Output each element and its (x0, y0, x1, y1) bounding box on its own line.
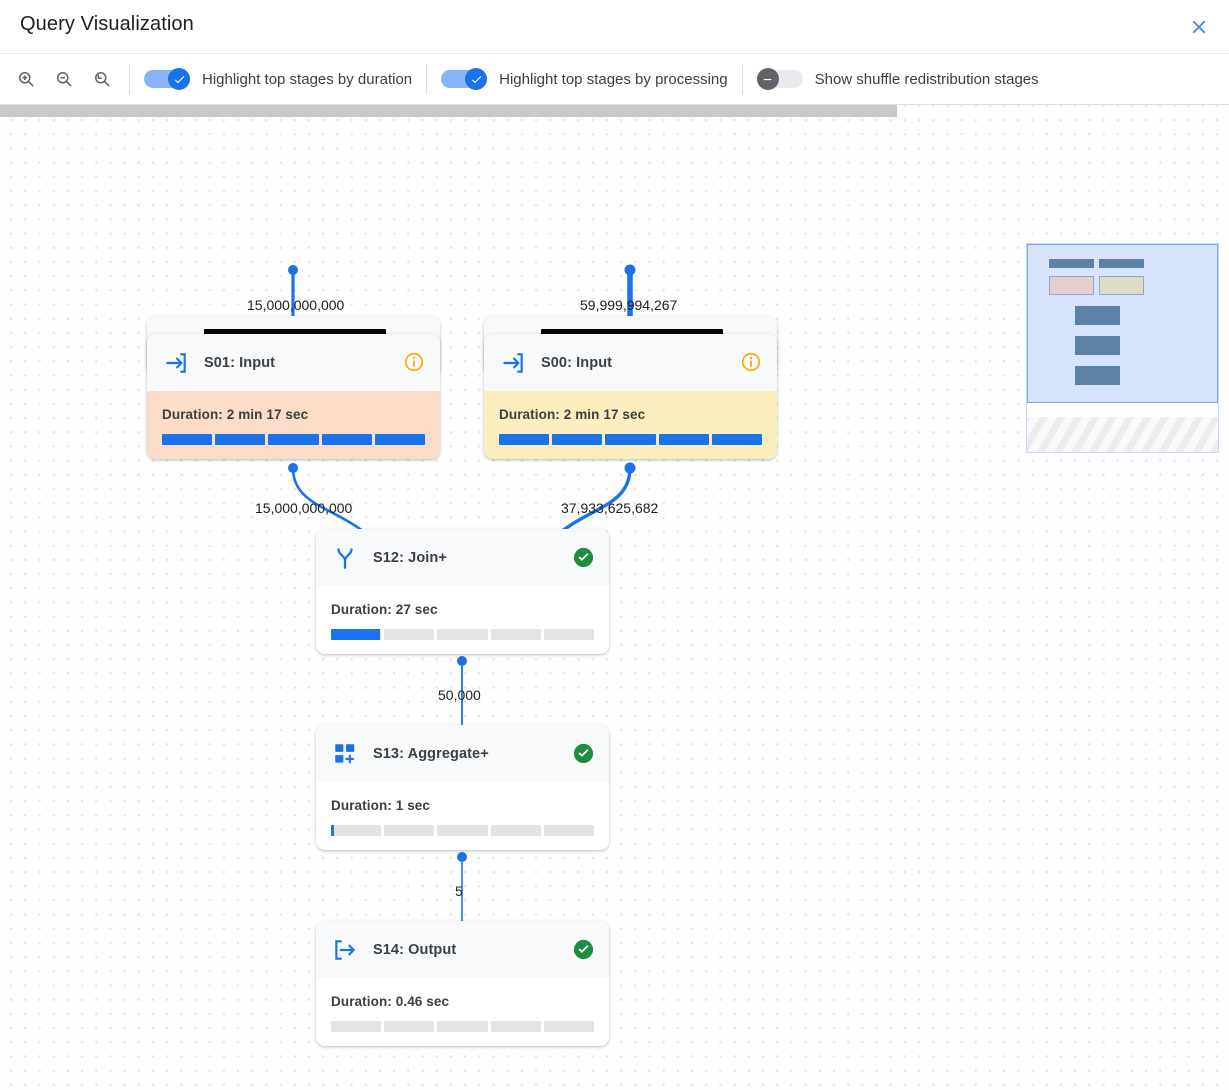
output-arrow-icon (331, 936, 359, 964)
check-circle-icon (572, 546, 595, 569)
toggle-switch-processing[interactable] (441, 68, 488, 90)
node-s12-join[interactable]: S12: Join+ Duration: 27 sec (316, 529, 609, 654)
node-body: Duration: 0.46 sec (316, 978, 609, 1046)
duration-label: Duration: 0.46 sec (331, 994, 450, 1009)
edge-label-s13-s14: 5 (455, 883, 463, 899)
aggregate-icon (331, 740, 359, 768)
toggle-label-shuffle: Show shuffle redistribution stages (814, 70, 1039, 88)
edge-label-ds-left-s01: 15,000,000,000 (247, 297, 345, 313)
info-icon[interactable] (403, 351, 426, 374)
node-header: S00: Input (484, 334, 777, 391)
toggle-switch-shuffle[interactable] (756, 68, 803, 90)
duration-label: Duration: 2 min 17 sec (162, 407, 309, 422)
horizontal-scrollbar[interactable] (0, 105, 897, 117)
toolbar-divider-2 (426, 64, 428, 94)
info-icon[interactable] (740, 351, 763, 374)
join-icon (331, 544, 359, 572)
check-circle-icon (572, 938, 595, 961)
toggle-thumb (756, 68, 779, 90)
toggle-highlight-processing[interactable]: Highlight top stages by processing (441, 68, 728, 90)
edge-label-s01-s12: 15,000,000,000 (255, 500, 353, 516)
node-title-wrap: S12: Join+ (373, 550, 558, 566)
duration-label: Duration: 2 min 17 sec (499, 407, 646, 422)
node-header: S12: Join+ (316, 529, 609, 586)
node-body: Duration: 1 sec (316, 782, 609, 850)
toggle-highlight-duration[interactable]: Highlight top stages by duration (144, 68, 413, 90)
title-bar: Query Visualization (0, 0, 1229, 53)
zoom-controls (0, 66, 115, 92)
toggle-thumb (168, 68, 190, 90)
minimap-node-s01 (1049, 276, 1094, 295)
node-title-wrap: S01: Input (204, 355, 389, 371)
duration-bar (331, 629, 595, 640)
close-icon[interactable] (1183, 11, 1215, 43)
graph-toolbar: Highlight top stages by duration Highlig… (0, 53, 1229, 105)
duration-bar (331, 1021, 595, 1032)
minimap-viewport[interactable] (1027, 244, 1218, 404)
duration-label: Duration: 27 sec (331, 602, 438, 617)
minimap-node-s13 (1075, 336, 1120, 355)
minimap-offscreen-area (1027, 416, 1218, 452)
toggle-label-duration: Highlight top stages by duration (202, 70, 413, 88)
input-arrow-icon (499, 349, 527, 377)
node-title: S14: Output (373, 941, 457, 958)
toolbar-divider-3 (741, 64, 743, 94)
minimap-node-s12 (1075, 306, 1120, 325)
edge-label-s00-s12: 37,933,625,682 (561, 500, 659, 516)
minimap-node-s00 (1099, 276, 1144, 295)
duration-bar (162, 434, 426, 445)
node-s00-input[interactable]: S00: Input Duration: 2 min 17 sec (484, 334, 777, 459)
graph-minimap[interactable] (1026, 243, 1219, 453)
toggle-thumb (465, 68, 488, 90)
node-title-wrap: S00: Input (541, 355, 726, 371)
node-title: S13: Aggregate+ (373, 745, 489, 762)
duration-bar (499, 434, 763, 445)
duration-bar (331, 825, 595, 836)
edge-label-ds-right-s00: 59,999,994,267 (580, 297, 678, 313)
toggle-show-shuffle[interactable]: Show shuffle redistribution stages (756, 68, 1039, 90)
node-s13-aggregate[interactable]: S13: Aggregate+ Duration: 1 sec (316, 725, 609, 850)
check-circle-icon (572, 742, 595, 765)
node-header: S01: Input (147, 334, 440, 391)
toggle-switch-duration[interactable] (144, 68, 190, 90)
zoom-out-icon[interactable] (51, 66, 77, 92)
node-body: Duration: 2 min 17 sec (147, 391, 440, 459)
zoom-reset-icon[interactable] (89, 66, 115, 92)
graph-canvas[interactable]: Data source (0, 105, 1229, 1090)
node-title: S00: Input (541, 354, 613, 371)
node-title-wrap: S14: Output (373, 942, 558, 958)
node-body: Duration: 2 min 17 sec (484, 391, 777, 459)
minimap-node-datasource-right (1099, 259, 1144, 268)
node-header: S13: Aggregate+ (316, 725, 609, 782)
edge-label-s12-s13: 50,000 (438, 687, 481, 703)
minimap-node-datasource-left (1049, 259, 1094, 268)
input-arrow-icon (162, 349, 190, 377)
duration-label: Duration: 1 sec (331, 798, 431, 813)
zoom-in-icon[interactable] (13, 66, 39, 92)
toggle-label-processing: Highlight top stages by processing (499, 70, 728, 88)
node-title: S01: Input (204, 354, 276, 371)
toolbar-divider-1 (129, 64, 130, 94)
node-body: Duration: 27 sec (316, 586, 609, 654)
node-s01-input[interactable]: S01: Input Duration: 2 min 17 sec (147, 334, 440, 459)
minimap-node-s14 (1075, 366, 1120, 385)
node-s14-output[interactable]: S14: Output Duration: 0.46 sec (316, 921, 609, 1046)
node-title-wrap: S13: Aggregate+ (373, 746, 558, 762)
node-title: S12: Join+ (373, 549, 447, 566)
node-header: S14: Output (316, 921, 609, 978)
page-title: Query Visualization (20, 13, 194, 35)
